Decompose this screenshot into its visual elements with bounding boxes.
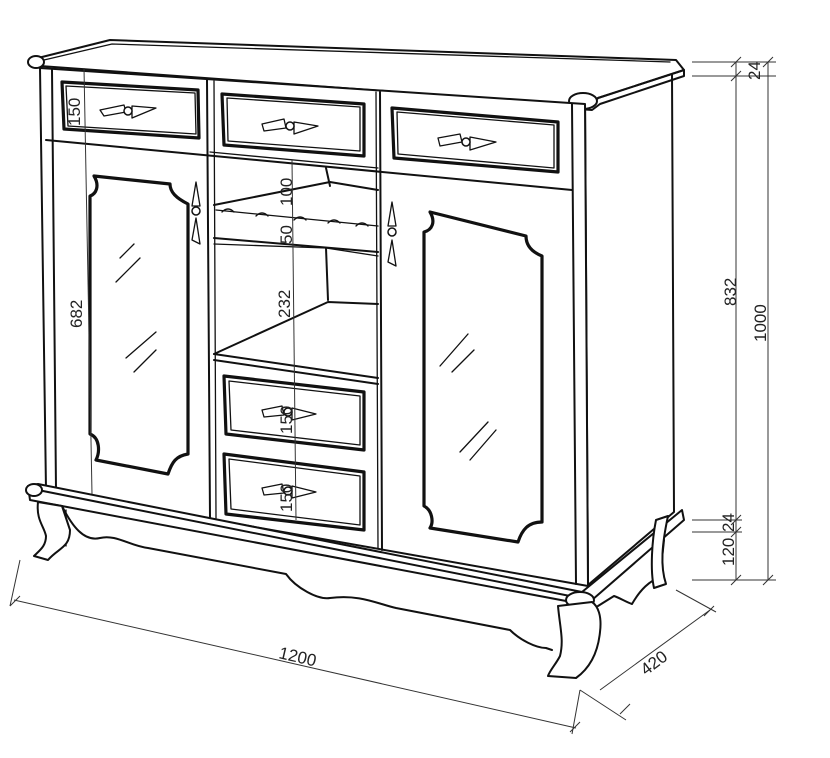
label-plinth-thickness: 24 [719, 513, 738, 532]
right-side-panel [584, 73, 675, 586]
wine-rack-shelf [213, 167, 379, 301]
drawer-handle-icon [261, 483, 317, 499]
drawer-handle-icon [261, 405, 317, 421]
label-top-thickness: 24 [745, 61, 764, 80]
label-top-drawer-height: 150 [65, 98, 84, 126]
label-depth: 420 [637, 647, 671, 679]
open-shelf [213, 301, 379, 385]
label-open-shelf-height: 232 [275, 290, 294, 318]
top-drawer-left [60, 80, 201, 140]
top-drawer-right [390, 106, 560, 174]
lower-drawer-1 [222, 374, 366, 452]
label-leg-height: 120 [719, 538, 738, 566]
label-wine-rack-height: 50 [277, 225, 296, 244]
label-lower-drawer-1-height: 150 [277, 406, 296, 434]
top-board [27, 39, 685, 111]
label-body-height: 832 [721, 278, 740, 306]
right-door-handle-icon [387, 201, 397, 267]
top-drawer-center [220, 92, 366, 158]
dimension-lines [9, 56, 776, 735]
drawer-handle-icon [261, 118, 319, 135]
label-shelf-height: 100 [277, 178, 296, 206]
label-width: 1200 [277, 643, 318, 670]
label-lower-drawer-2-height: 150 [277, 484, 296, 512]
drawer-handle-icon [99, 104, 157, 119]
left-glass-door [88, 174, 190, 476]
drawer-handle-icon [437, 133, 497, 151]
lower-drawer-2 [222, 452, 366, 532]
left-door-handle-icon [191, 181, 201, 245]
label-door-height: 682 [67, 300, 86, 328]
label-total-height: 1000 [751, 304, 770, 342]
right-glass-door [422, 210, 544, 544]
apron-and-legs [33, 501, 669, 679]
